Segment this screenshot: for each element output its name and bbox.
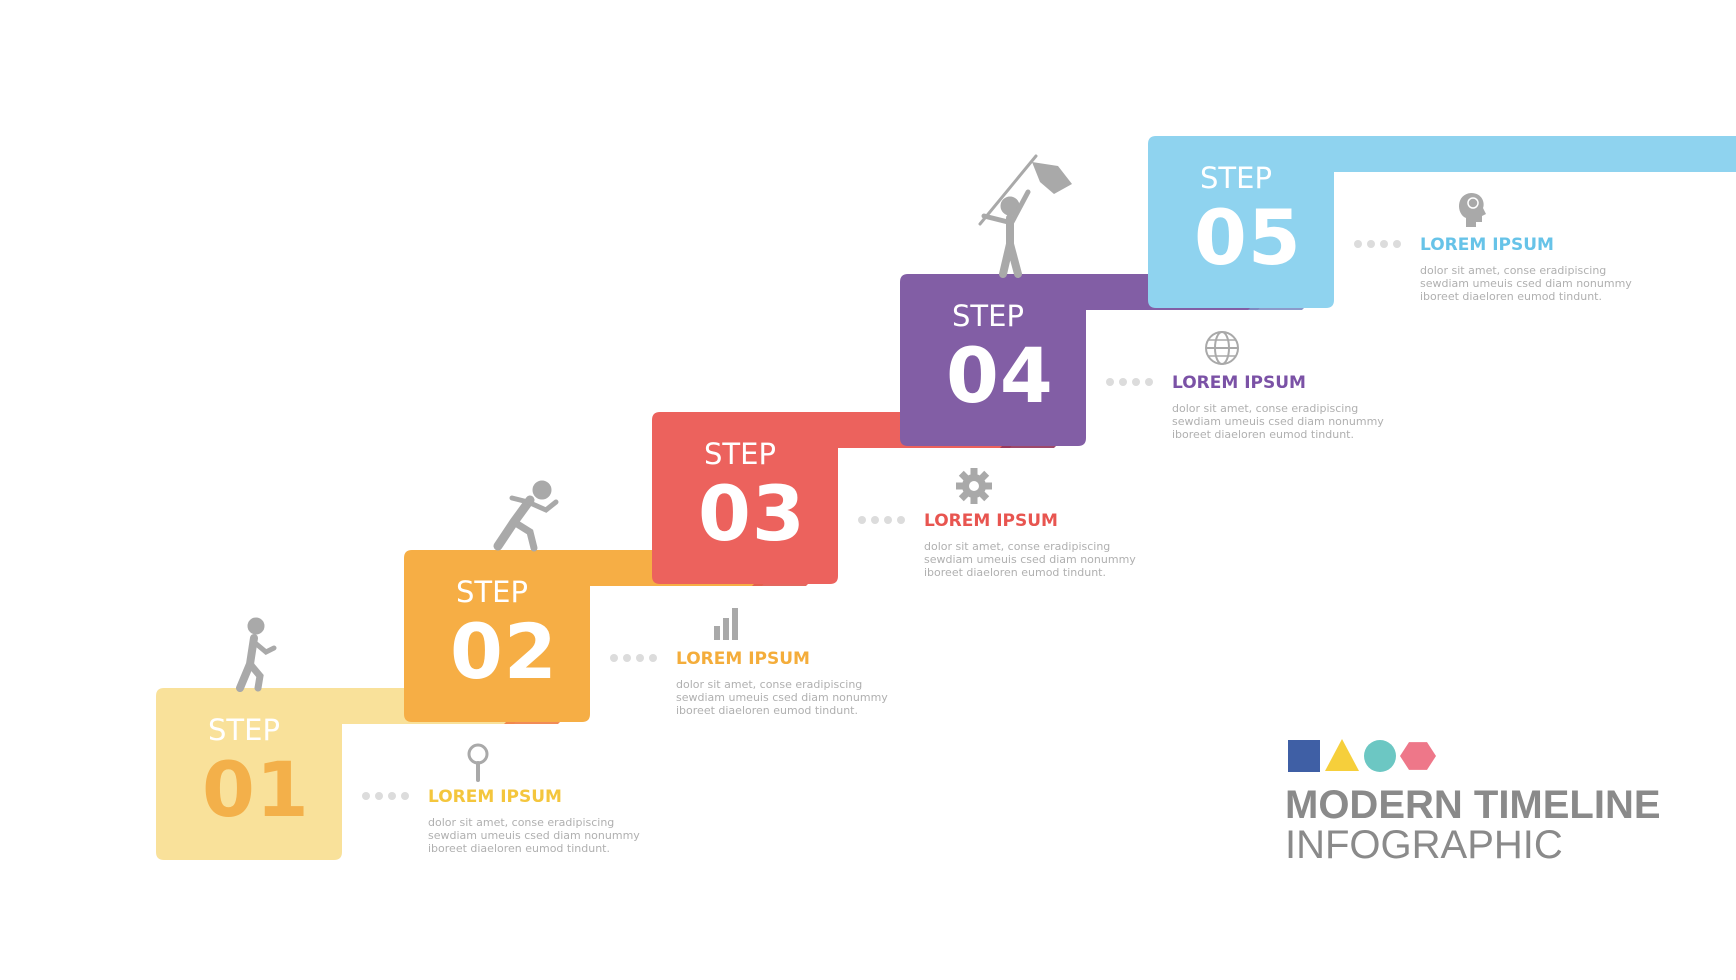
connector-dot (636, 654, 644, 662)
step-block (900, 274, 1272, 446)
step-number: 05 (1194, 193, 1302, 282)
magnifier-icon (467, 743, 489, 782)
connector-dot (1119, 378, 1127, 386)
gear-icon (956, 468, 992, 504)
connector-dot (1367, 240, 1375, 248)
step-desc-line: dolor sit amet, conse eradipiscing (1172, 402, 1358, 415)
step-number: 03 (698, 469, 806, 558)
step-label: STEP (456, 575, 528, 609)
step-label: STEP (952, 299, 1024, 333)
triangle-shape (1325, 739, 1359, 771)
connector-dot (388, 792, 396, 800)
connector-dot (623, 654, 631, 662)
step-label: STEP (704, 437, 776, 471)
square-shape (1288, 740, 1320, 772)
globe-icon (1205, 331, 1239, 365)
step-title: LOREM IPSUM (1420, 235, 1554, 255)
brand-subtitle: INFOGRAPHIC (1285, 823, 1563, 867)
step-block (1148, 136, 1736, 308)
step-desc-line: dolor sit amet, conse eradipiscing (676, 678, 862, 691)
bar-chart-icon (714, 608, 738, 640)
step-desc-line: iboreet diaeloren eumod tindunt. (1172, 428, 1354, 441)
step-desc-line: dolor sit amet, conse eradipiscing (428, 816, 614, 829)
step-desc-line: dolor sit amet, conse eradipiscing (1420, 264, 1606, 277)
connector-dot (871, 516, 879, 524)
connector-dot (1145, 378, 1153, 386)
step-title: LOREM IPSUM (428, 787, 562, 807)
step-title: LOREM IPSUM (676, 649, 810, 669)
step-label: STEP (1200, 161, 1272, 195)
step-desc-line: sewdiam umeuis csed diam nonummy (428, 829, 640, 842)
step-desc-line: sewdiam umeuis csed diam nonummy (924, 553, 1136, 566)
step-desc-line: iboreet diaeloren eumod tindunt. (428, 842, 610, 855)
step-number: 01 (202, 745, 310, 834)
step-title: LOREM IPSUM (924, 511, 1058, 531)
connector-dot (858, 516, 866, 524)
step-desc-line: dolor sit amet, conse eradipiscing (924, 540, 1110, 553)
step-desc-line: iboreet diaeloren eumod tindunt. (676, 704, 858, 717)
connector-dot (1106, 378, 1114, 386)
connector-dot (375, 792, 383, 800)
walking-person-icon (236, 617, 277, 692)
step-desc-line: sewdiam umeuis csed diam nonummy (1172, 415, 1384, 428)
connector-dot (649, 654, 657, 662)
connector-dot (401, 792, 409, 800)
step-number: 02 (450, 607, 558, 696)
step-desc-line: sewdiam umeuis csed diam nonummy (1420, 277, 1632, 290)
step-desc-line: sewdiam umeuis csed diam nonummy (676, 691, 888, 704)
figures-layer (236, 154, 1072, 692)
brand-title: MODERN TIMELINE (1285, 783, 1661, 827)
connector-dot (1354, 240, 1362, 248)
step-title: LOREM IPSUM (1172, 373, 1306, 393)
connector-dot (897, 516, 905, 524)
step-number: 04 (946, 331, 1054, 420)
step-desc-line: iboreet diaeloren eumod tindunt. (1420, 290, 1602, 303)
running-person-icon (493, 480, 559, 552)
brand-block: MODERN TIMELINE INFOGRAPHIC (1285, 739, 1661, 867)
circle-shape (1364, 740, 1396, 772)
connector-dot (884, 516, 892, 524)
hexagon-shape (1400, 742, 1436, 770)
head-brain-icon (1459, 193, 1486, 227)
brand-shapes (1288, 739, 1436, 772)
step-block (156, 688, 528, 860)
connector-dot (1393, 240, 1401, 248)
connector-dot (1132, 378, 1140, 386)
connector-dot (610, 654, 618, 662)
step-block (652, 412, 1024, 584)
flag-person-icon (978, 154, 1072, 278)
connector-dot (362, 792, 370, 800)
connector-dot (1380, 240, 1388, 248)
step-block (404, 550, 776, 722)
step-desc-line: iboreet diaeloren eumod tindunt. (924, 566, 1106, 579)
step-label: STEP (208, 713, 280, 747)
